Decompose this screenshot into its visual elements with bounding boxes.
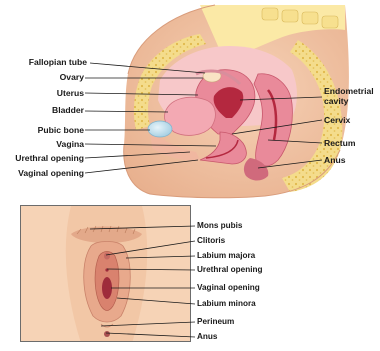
label-uterus: Uterus	[57, 88, 84, 98]
label-clitoris: Clitoris	[197, 236, 225, 246]
label-vaginal-opening-sagittal: Vaginal opening	[18, 168, 84, 178]
label-anus-sagittal: Anus	[324, 155, 345, 165]
label-rectum: Rectum	[324, 138, 356, 148]
label-endometrial-line2: cavity	[324, 96, 348, 106]
label-mons-pubis: Mons pubis	[197, 221, 242, 231]
label-vaginal-opening-external: Vaginal opening	[197, 283, 260, 293]
label-bladder: Bladder	[52, 105, 84, 115]
label-endometrial-line1: Endometrial	[324, 86, 374, 96]
label-perineum: Perineum	[197, 317, 234, 327]
label-cervix: Cervix	[324, 115, 350, 125]
label-vagina: Vagina	[56, 139, 84, 149]
label-fallopian-tube: Fallopian tube	[29, 57, 87, 67]
label-pubic-bone: Pubic bone	[38, 125, 84, 135]
label-ovary: Ovary	[60, 72, 84, 82]
label-labium-majora: Labium majora	[197, 251, 255, 261]
label-anus-external: Anus	[197, 332, 217, 342]
label-labium-minora: Labium minora	[197, 299, 256, 309]
label-urethral-opening-sagittal: Urethral opening	[15, 153, 84, 163]
label-urethral-opening-external: Urethral opening	[197, 265, 263, 275]
